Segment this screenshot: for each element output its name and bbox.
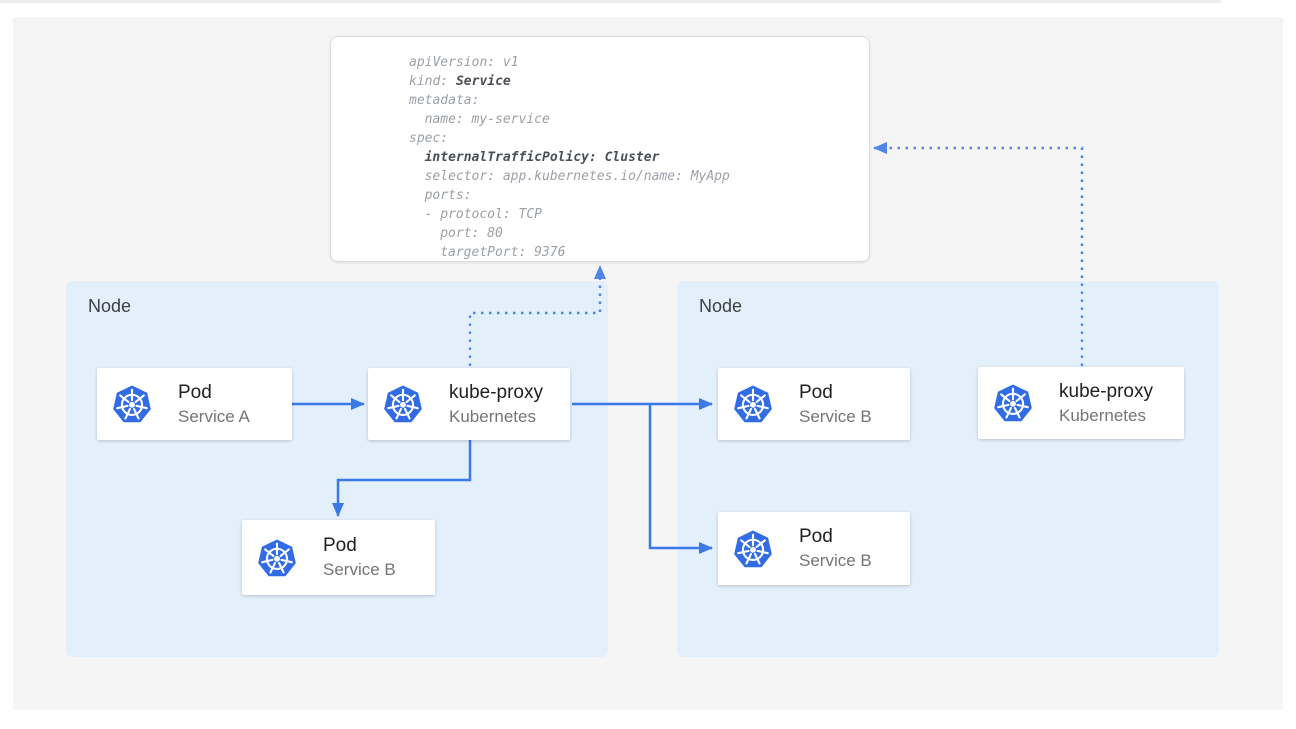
code-segment: Service xyxy=(455,74,511,89)
code-segment: metadata: xyxy=(409,93,480,108)
card-text: Pod Service B xyxy=(323,534,396,581)
card-title: Pod xyxy=(799,526,833,547)
card-kube-proxy-right: kube-proxy Kubernetes xyxy=(978,367,1184,439)
kubernetes-logo-icon xyxy=(734,530,772,567)
code-segment: selector: app.kubernetes.io/name: MyApp xyxy=(424,169,730,184)
code-segment: - protocol: TCP xyxy=(424,207,542,222)
code-segment: ports: xyxy=(424,188,472,203)
card-kube-proxy-left: kube-proxy Kubernetes xyxy=(368,368,570,440)
card-text: kube-proxy Kubernetes xyxy=(1059,380,1153,427)
code-line: internalTrafficPolicy: Cluster xyxy=(409,148,859,167)
code-line: targetPort: 9376 xyxy=(409,243,859,262)
code-line: spec: xyxy=(409,129,859,148)
kubernetes-logo-icon xyxy=(258,539,296,576)
card-pod-service-b-right1: Pod Service B xyxy=(718,368,910,440)
code-line: ports: xyxy=(409,186,859,205)
card-subtitle: Service B xyxy=(799,406,872,426)
card-subtitle: Service B xyxy=(799,551,872,570)
card-text: Pod Service A xyxy=(178,381,250,428)
card-title: Pod xyxy=(323,535,357,556)
card-text: kube-proxy Kubernetes xyxy=(449,381,543,428)
card-pod-service-b-right2: Pod Service B xyxy=(718,512,910,585)
card-subtitle: Kubernetes xyxy=(449,406,536,426)
code-line: port: 80 xyxy=(409,224,859,243)
code-segment: port: 80 xyxy=(440,226,503,241)
card-subtitle: Kubernetes xyxy=(1059,405,1146,425)
card-subtitle: Service B xyxy=(323,560,396,579)
card-pod-service-a: Pod Service A xyxy=(97,368,292,440)
card-title: Pod xyxy=(178,381,212,403)
node-label: Node xyxy=(88,296,132,316)
code-segment: kind: xyxy=(409,74,456,89)
card-text: Pod Service B xyxy=(799,381,872,428)
yaml-code: apiVersion: v1 kind: Service metadata: name… xyxy=(409,53,859,262)
card-text: Pod Service B xyxy=(799,525,872,572)
node-label: Node xyxy=(699,296,743,316)
code-line: apiVersion: v1 xyxy=(409,53,859,72)
code-segment: spec: xyxy=(409,131,449,146)
code-segment: targetPort: 9376 xyxy=(440,245,566,260)
code-line: metadata: xyxy=(409,91,859,110)
diagram-panel: apiVersion: v1 kind: Service metadata: name… xyxy=(13,17,1283,710)
top-edge-line xyxy=(0,0,1221,3)
code-line: kind: Service xyxy=(409,72,859,91)
kubernetes-logo-icon xyxy=(734,385,772,423)
card-title: kube-proxy xyxy=(449,381,543,403)
code-segment: name: my-service xyxy=(424,112,550,127)
card-title: kube-proxy xyxy=(1059,380,1153,402)
code-segment: apiVersion: v1 xyxy=(409,55,519,70)
code-segment: internalTrafficPolicy: Cluster xyxy=(424,150,660,165)
card-subtitle: Service A xyxy=(178,406,250,426)
kubernetes-logo-icon xyxy=(994,384,1032,422)
card-title: Pod xyxy=(799,381,833,403)
code-line: name: my-service xyxy=(409,110,859,129)
code-line: - protocol: TCP xyxy=(409,205,859,224)
card-pod-service-b-left: Pod Service B xyxy=(242,520,435,595)
code-line: selector: app.kubernetes.io/name: MyApp xyxy=(409,167,859,186)
kubernetes-logo-icon xyxy=(113,385,151,423)
node-box-right: Node xyxy=(677,281,1219,657)
service-yaml-card: apiVersion: v1 kind: Service metadata: name… xyxy=(330,36,870,262)
node-box-left: Node xyxy=(66,281,608,657)
kubernetes-logo-icon xyxy=(384,385,422,423)
